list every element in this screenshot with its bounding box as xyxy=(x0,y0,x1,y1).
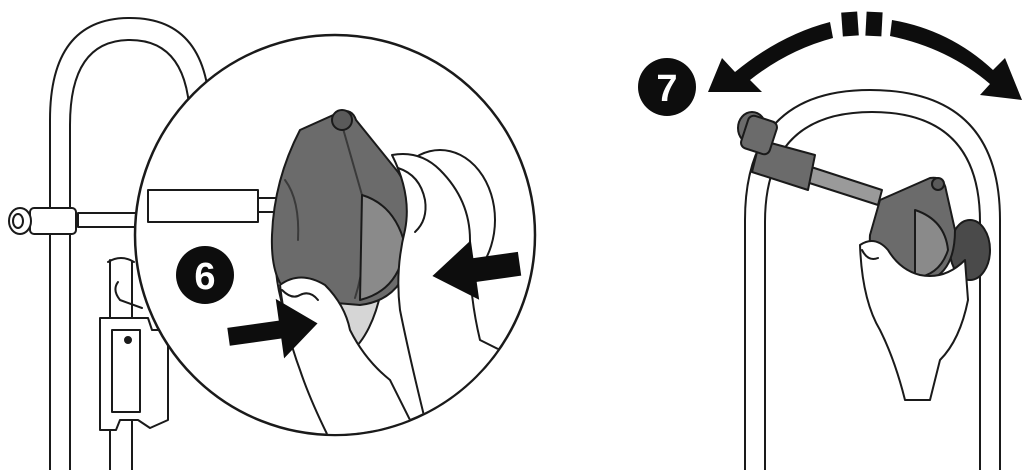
clamp-bracket xyxy=(100,318,168,430)
step-6-badge: 6 xyxy=(176,246,234,304)
step-6-number: 6 xyxy=(194,256,215,298)
frame-post-cap xyxy=(108,258,134,262)
rotate-arrow-icon xyxy=(708,22,833,92)
step-7-badge: 7 xyxy=(638,58,696,116)
rotate-arrow-dash xyxy=(841,11,859,36)
axle-collar xyxy=(30,208,76,234)
zoom-detail xyxy=(135,35,540,440)
clamp-tab xyxy=(115,282,142,308)
rotate-arrow-icon xyxy=(890,20,1022,100)
release-cap-right-nub xyxy=(932,178,944,190)
step-7-scene xyxy=(738,90,1000,470)
rotate-arrow-dash xyxy=(865,12,882,37)
release-cap-nub xyxy=(332,110,352,130)
step-7-number: 7 xyxy=(656,68,677,110)
zoom-axle-rod xyxy=(148,190,258,222)
rotate-arrows xyxy=(708,11,1022,100)
clamp-dot xyxy=(125,337,131,343)
